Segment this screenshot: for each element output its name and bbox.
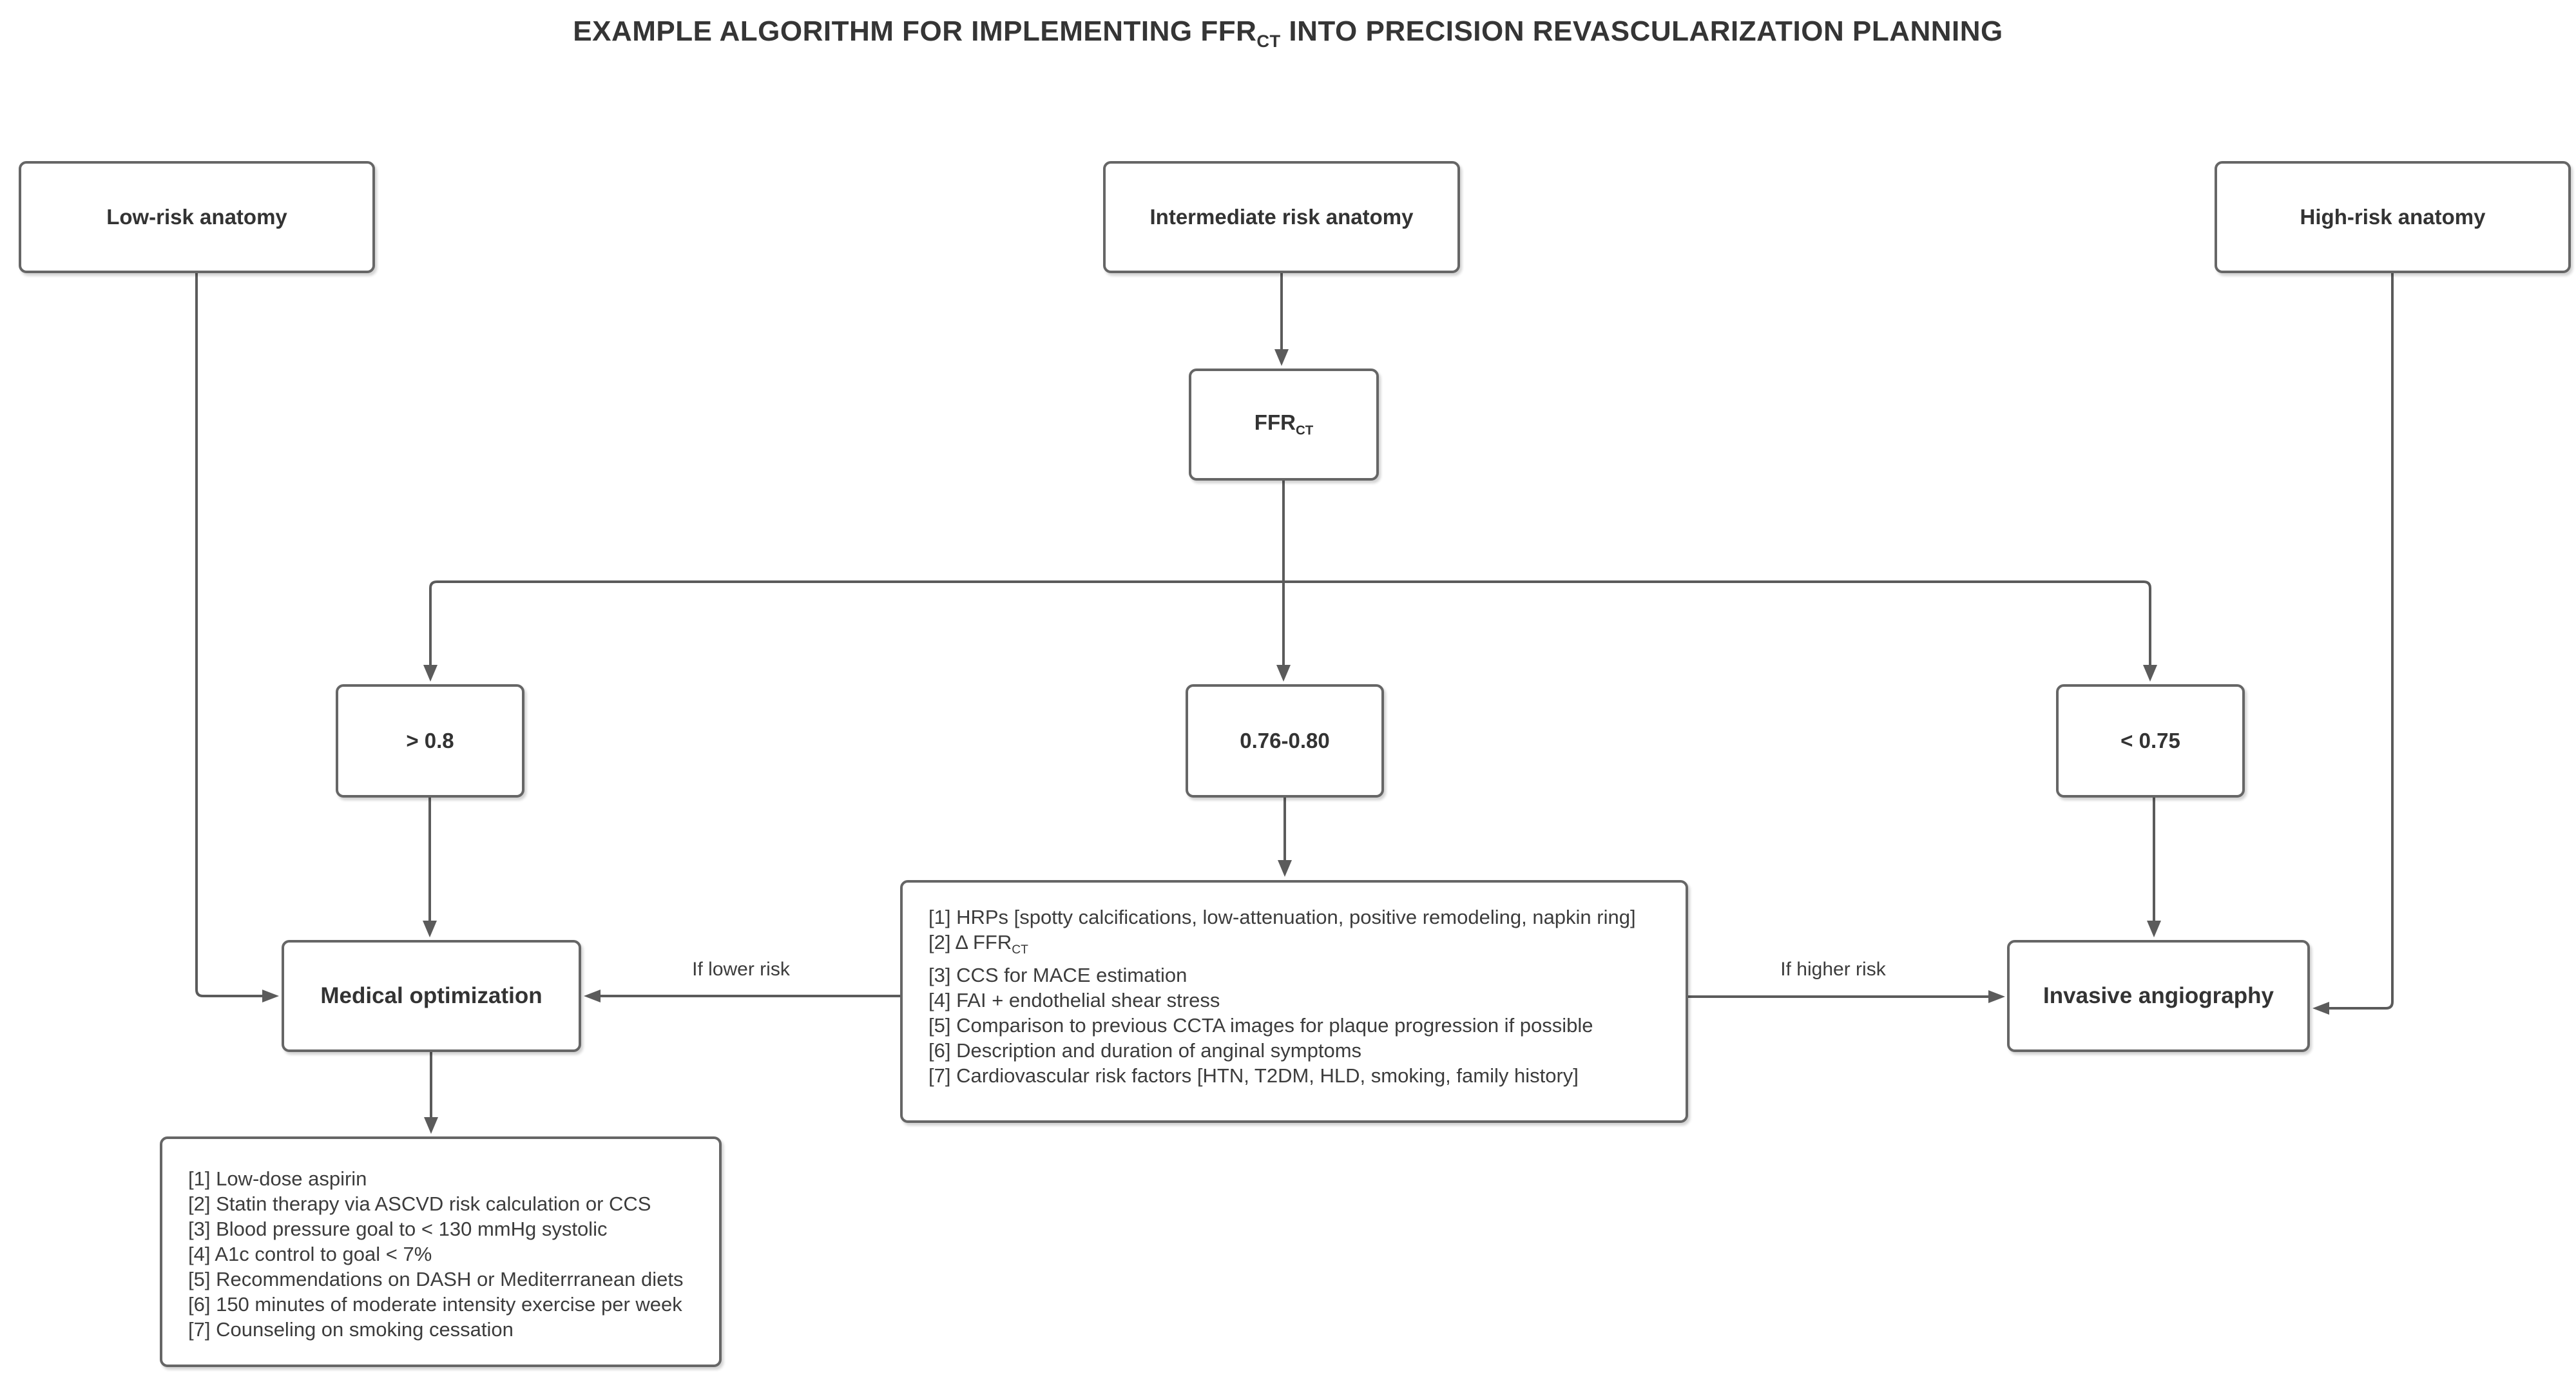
node-medical-optimization-label: Medical optimization xyxy=(320,983,543,1008)
node-gt-0-8: > 0.8 xyxy=(336,684,524,798)
node-gt-0-8-label: > 0.8 xyxy=(406,729,454,753)
assessment-item-7: [7] Cardiovascular risk factors [HTN, T2… xyxy=(928,1064,1579,1087)
arrowhead-into-plan-top xyxy=(424,1117,438,1134)
arrowhead-into-invasive-right xyxy=(2312,1002,2329,1015)
page-title-subscript: CT xyxy=(1256,30,1281,51)
connector-high-risk-to-invasive xyxy=(2329,273,2394,1010)
assessment-item-1: [1] HRPs [spotty calcifications, low-att… xyxy=(928,906,1636,928)
assessment-item-5: [5] Comparison to previous CCTA images f… xyxy=(928,1014,1593,1037)
assessment-item-3: [3] CCS for MACE estimation xyxy=(928,964,1187,987)
edge-label-if-higher-risk: If higher risk xyxy=(1776,959,1890,981)
arrowhead-into-medical-right xyxy=(584,990,601,1002)
node-invasive-angiography: Invasive angiography xyxy=(2007,940,2310,1052)
node-ffrct-label: FFRCT xyxy=(1254,410,1313,439)
node-0-76-0-80: 0.76-0.80 xyxy=(1186,684,1384,798)
arrowhead-into-medical-top xyxy=(423,921,437,937)
arrowhead-into-mid-range-top xyxy=(1276,665,1291,682)
arrowhead-into-gt08-top xyxy=(423,665,437,682)
medical-plan-item-5: [5] Recommendations on DASH or Mediterrr… xyxy=(188,1268,684,1290)
connector-low-risk-to-medical xyxy=(195,273,262,997)
assessment-item-2-subscript: CT xyxy=(1012,943,1028,957)
node-medical-optimization: Medical optimization xyxy=(282,940,581,1052)
connector-branch-horizontal xyxy=(429,580,2151,665)
assessment-item-2: [2] Δ FFRCT xyxy=(928,930,1666,963)
node-ffrct-label-subscript: CT xyxy=(1295,423,1314,439)
arrowhead-into-medical-left xyxy=(262,990,279,1002)
assessment-criteria-box: [1] HRPs [spotty calcifications, low-att… xyxy=(900,880,1688,1123)
node-ffrct-label-base: FFR xyxy=(1254,410,1296,435)
arrowhead-into-ffrct-top xyxy=(1274,349,1289,366)
arrowhead-into-assessment-top xyxy=(1278,860,1292,877)
edge-label-if-lower-risk: If lower risk xyxy=(688,959,794,981)
medical-plan-item-4: [4] A1c control to goal < 7% xyxy=(188,1243,432,1265)
node-low-risk-anatomy-label: Low-risk anatomy xyxy=(106,205,287,229)
medical-plan-item-3: [3] Blood pressure goal to < 130 mmHg sy… xyxy=(188,1218,608,1240)
medical-plan-item-6: [6] 150 minutes of moderate intensity ex… xyxy=(188,1293,682,1316)
assessment-item-6: [6] Description and duration of anginal … xyxy=(928,1039,1362,1062)
assessment-item-4: [4] FAI + endothelial shear stress xyxy=(928,989,1220,1012)
arrowhead-into-lt075-top xyxy=(2143,665,2157,682)
node-high-risk-anatomy: High-risk anatomy xyxy=(2215,161,2571,273)
arrowhead-into-invasive-left xyxy=(1988,990,2005,1003)
assessment-item-2-base: [2] Δ FFR xyxy=(928,931,1012,953)
page-title: EXAMPLE ALGORITHM FOR IMPLEMENTING FFRCT… xyxy=(573,15,2003,52)
page-title-prefix: EXAMPLE ALGORITHM FOR IMPLEMENTING FFR xyxy=(573,15,1257,47)
medical-plan-item-7: [7] Counseling on smoking cessation xyxy=(188,1318,514,1341)
node-low-risk-anatomy: Low-risk anatomy xyxy=(19,161,375,273)
page-title-suffix: INTO PRECISION REVASCULARIZATION PLANNIN… xyxy=(1280,15,2003,47)
medical-plan-item-1: [1] Low-dose aspirin xyxy=(188,1167,367,1190)
arrowhead-into-invasive-top xyxy=(2147,921,2161,937)
node-intermediate-risk-anatomy: Intermediate risk anatomy xyxy=(1103,161,1460,273)
node-high-risk-anatomy-label: High-risk anatomy xyxy=(2300,205,2486,229)
medical-plan-item-2: [2] Statin therapy via ASCVD risk calcul… xyxy=(188,1193,651,1215)
node-ffrct: FFRCT xyxy=(1189,369,1379,481)
node-lt-0-75: < 0.75 xyxy=(2056,684,2245,798)
node-0-76-0-80-label: 0.76-0.80 xyxy=(1240,729,1330,753)
node-intermediate-risk-anatomy-label: Intermediate risk anatomy xyxy=(1149,205,1414,229)
node-lt-0-75-label: < 0.75 xyxy=(2120,729,2180,753)
medical-plan-box: [1] Low-dose aspirin [2] Statin therapy … xyxy=(160,1136,722,1367)
node-invasive-angiography-label: Invasive angiography xyxy=(2043,983,2274,1008)
